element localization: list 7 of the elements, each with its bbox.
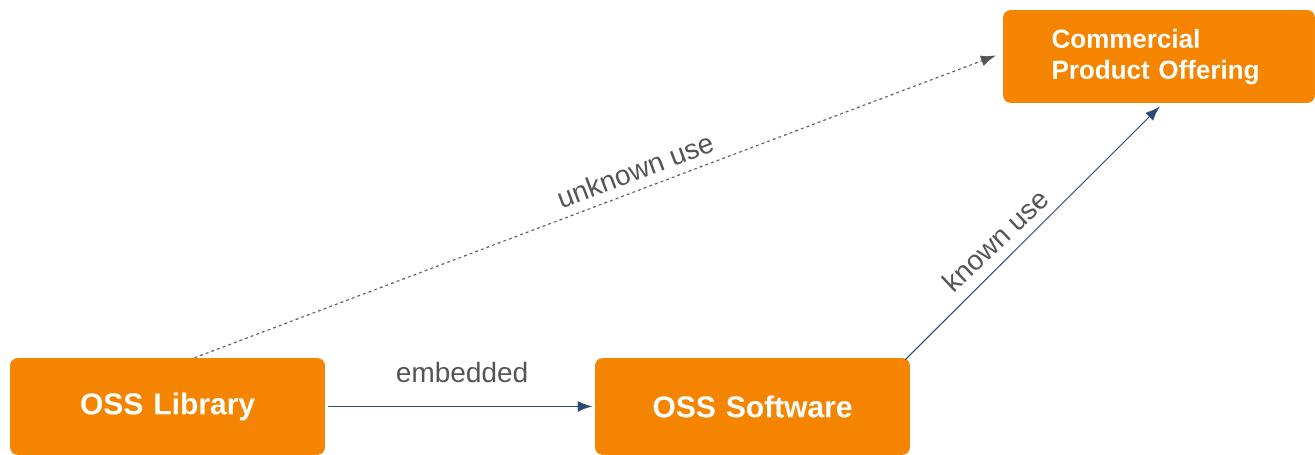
edge-label: embedded xyxy=(394,360,530,384)
arrow xyxy=(327,401,591,412)
process-box: Commercial Product Offering xyxy=(1003,10,1315,103)
process-box: OSS Software xyxy=(595,358,910,455)
arrow xyxy=(193,55,995,359)
process-box: OSS Library xyxy=(10,358,325,455)
arrow xyxy=(904,107,1159,361)
